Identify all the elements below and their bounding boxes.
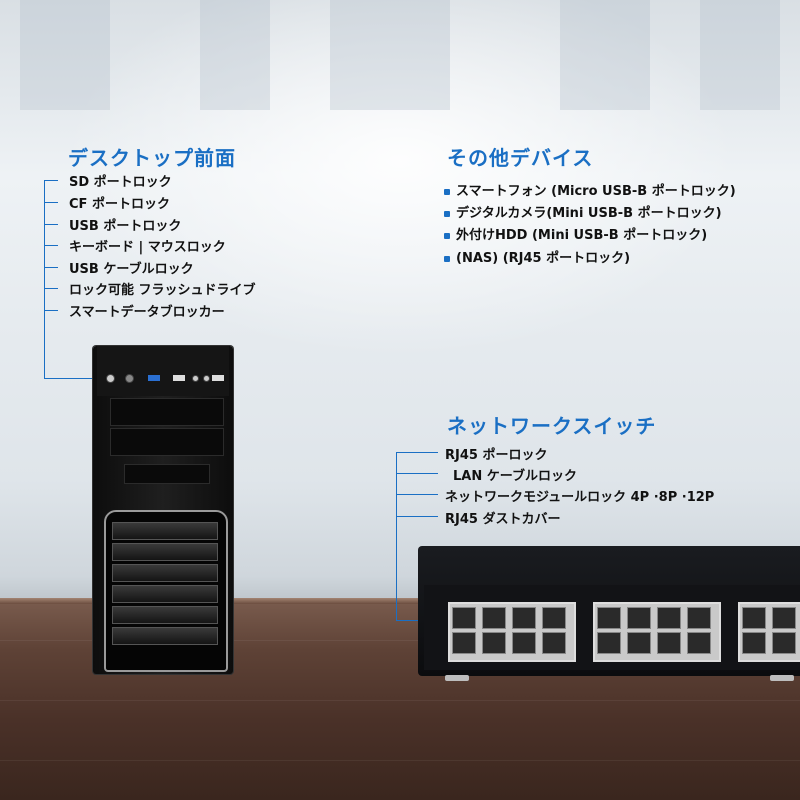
rj45-port <box>542 607 566 629</box>
other-device-item: デジタルカメラ(Mini USB-B ポートロック) <box>444 202 722 221</box>
other-device-item: スマートフォン (Micro USB-B ポートロック) <box>444 180 736 199</box>
bullet-icon <box>444 255 450 262</box>
connector-tick <box>44 245 58 246</box>
connector-tick <box>44 224 58 225</box>
switch-foot <box>770 675 794 681</box>
usb-port-icon <box>173 375 185 381</box>
other-device-item: 外付けHDD (Mini USB-B ポートロック) <box>444 224 707 243</box>
rj45-port <box>512 607 536 629</box>
rj45-port <box>597 632 621 654</box>
audio-jack-icon <box>203 375 210 382</box>
background-window <box>200 0 270 110</box>
background-window <box>330 0 450 110</box>
rj45-port <box>657 632 681 654</box>
drive-bay <box>110 428 224 456</box>
connector-tick <box>44 267 58 268</box>
switch-foot <box>445 675 469 681</box>
switch-item: RJ45 ポーロック <box>445 448 548 463</box>
drive-bay <box>124 464 210 484</box>
rj45-port <box>482 632 506 654</box>
rj45-port <box>687 632 711 654</box>
rj45-port <box>542 632 566 654</box>
rj45-port <box>657 607 681 629</box>
rj45-port <box>452 607 476 629</box>
drive-slot <box>112 606 218 624</box>
drive-slot <box>112 585 218 603</box>
other-device-label: デジタルカメラ(Mini USB-B ポートロック) <box>456 206 722 221</box>
desktop-heading: デスクトップ前面 <box>68 146 236 170</box>
rj45-port <box>687 607 711 629</box>
connector-tick <box>44 288 58 289</box>
other-device-label: スマートフォン (Micro USB-B ポートロック) <box>456 184 736 199</box>
background-window <box>560 0 650 110</box>
switch-connector-line <box>396 452 397 620</box>
desktop-connector-line <box>44 180 45 378</box>
drive-slot <box>112 522 218 540</box>
audio-jack-icon <box>192 375 199 382</box>
desktop-item: キーボード | マウスロック <box>69 240 226 255</box>
bullet-icon <box>444 232 450 239</box>
bullet-icon <box>444 210 450 217</box>
rj45-port <box>772 607 796 629</box>
rj45-port <box>627 607 651 629</box>
desktop-item: USB ポートロック <box>69 219 182 234</box>
connector-tick <box>44 202 58 203</box>
connector-tick <box>44 180 58 181</box>
background-window <box>20 0 110 110</box>
desktop-connector-line <box>44 378 99 379</box>
rj45-port <box>742 632 766 654</box>
switch-item: ネットワークモジュールロック 4P ·8P ·12P <box>445 490 715 505</box>
rj45-port <box>742 607 766 629</box>
desktop-item: スマートデータブロッカー <box>69 305 225 320</box>
tower-front-panel <box>97 346 229 396</box>
desktop-item: USB ケーブルロック <box>69 262 194 277</box>
desk-grain <box>0 700 800 701</box>
connector-tick <box>396 452 438 453</box>
drive-slot <box>112 543 218 561</box>
connector-tick <box>396 516 438 517</box>
desk-grain <box>0 640 800 641</box>
other-device-label: 外付けHDD (Mini USB-B ポートロック) <box>456 228 708 243</box>
drive-bay <box>110 398 224 426</box>
switch-item: RJ45 ダストカバー <box>445 512 561 527</box>
other-device-label: (NAS) (RJ45 ポートロック) <box>456 251 631 266</box>
reset-button-icon <box>125 374 134 383</box>
drive-slot <box>112 627 218 645</box>
other-device-item: (NAS) (RJ45 ポートロック) <box>444 247 630 266</box>
connector-tick <box>44 310 58 311</box>
network-switch-heading: ネットワークスイッチ <box>447 414 657 438</box>
switch-item: LAN ケーブルロック <box>453 469 577 484</box>
other-devices-heading: その他デバイス <box>447 146 594 170</box>
rj45-port <box>482 607 506 629</box>
usb-port-icon <box>148 375 160 381</box>
rj45-port <box>597 607 621 629</box>
rj45-port <box>772 632 796 654</box>
desktop-item: ロック可能 フラッシュドライブ <box>69 283 256 298</box>
rj45-port <box>627 632 651 654</box>
connector-tick <box>396 494 438 495</box>
rj45-port <box>452 632 476 654</box>
desktop-item: CF ポートロック <box>69 197 170 212</box>
usb-port-icon <box>212 375 224 381</box>
rj45-port <box>512 632 536 654</box>
background-window <box>700 0 780 110</box>
power-button-icon <box>106 374 115 383</box>
bullet-icon <box>444 188 450 195</box>
desktop-item: SD ポートロック <box>69 175 172 190</box>
desk-grain <box>0 760 800 761</box>
desk-edge <box>0 598 800 604</box>
drive-slot <box>112 564 218 582</box>
connector-tick <box>396 473 438 474</box>
